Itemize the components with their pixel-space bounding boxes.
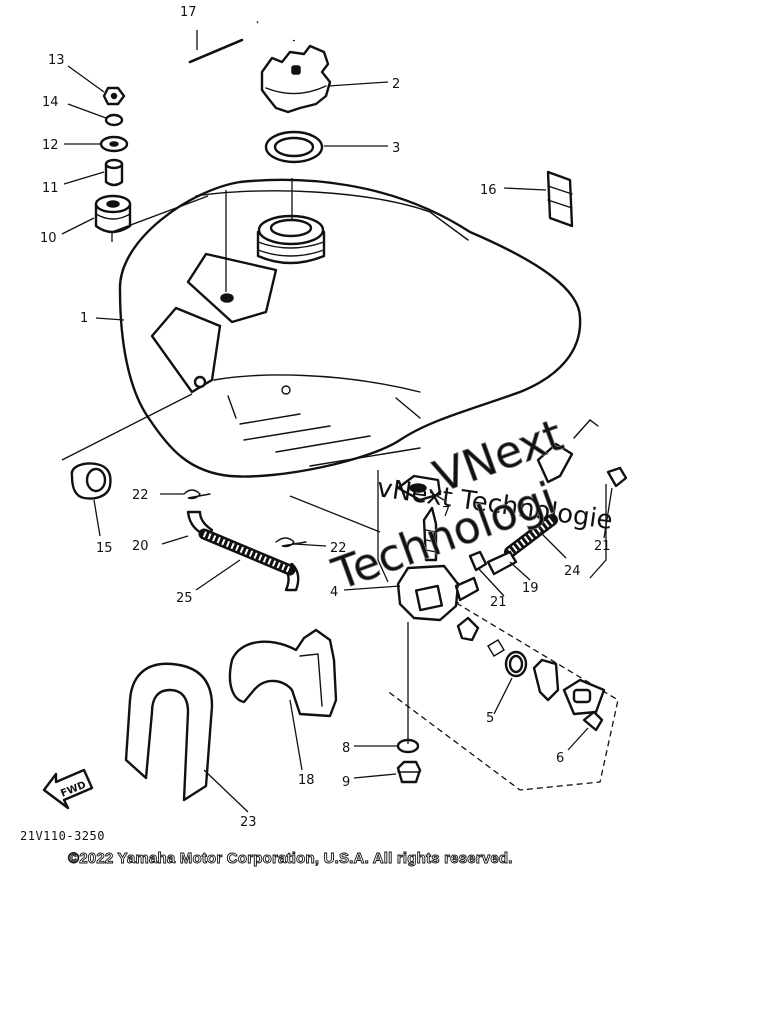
callout-3: 3 — [392, 141, 400, 156]
part-17-breather-hose[interactable] — [188, 4, 303, 64]
part-4-fuel-cock[interactable] — [396, 506, 480, 622]
callout-19: 19 — [522, 581, 539, 596]
part-14-lock-washer[interactable] — [104, 113, 124, 127]
callout-15: 15 — [96, 541, 113, 556]
callout-2: 2 — [392, 77, 400, 92]
part-21-hose-clip-right[interactable] — [606, 466, 628, 488]
callout-25: 25 — [176, 591, 193, 606]
callout-21-center: 21 — [490, 595, 507, 610]
callout-18: 18 — [298, 773, 315, 788]
part-12-washer[interactable] — [99, 135, 129, 153]
callout-8: 8 — [342, 741, 350, 756]
callout-4: 4 — [330, 585, 338, 600]
callout-21-right: 21 — [594, 539, 611, 554]
drawing-code: 21V110-3250 — [20, 829, 105, 843]
part-13-nut[interactable] — [102, 86, 126, 106]
callout-13: 13 — [48, 53, 65, 68]
part-6-plate[interactable] — [562, 678, 606, 716]
part-23-u-protector[interactable] — [124, 662, 214, 802]
callout-16: 16 — [480, 183, 497, 198]
part-10-grommet[interactable] — [94, 194, 132, 234]
callout-23: 23 — [240, 815, 257, 830]
part-3-cap-gasket[interactable] — [264, 130, 324, 164]
part-2-fuel-cap[interactable] — [260, 44, 332, 114]
callout-10: 10 — [40, 231, 57, 246]
callout-17: 17 — [180, 5, 197, 20]
part-1-fuel-tank[interactable] — [118, 178, 582, 478]
leader-lines — [61, 30, 613, 813]
callout-11: 11 — [42, 181, 59, 196]
callout-12: 12 — [42, 138, 59, 153]
callout-24: 24 — [564, 564, 581, 579]
part-16-emblem[interactable] — [546, 170, 574, 228]
callout-22-upper: 22 — [132, 488, 149, 503]
part-21-hose-clip-center[interactable] — [468, 550, 488, 572]
callout-1: 1 — [80, 311, 88, 326]
part-24-fuel-hose-spring[interactable] — [504, 514, 558, 558]
part-22-hose-clip-lower[interactable] — [275, 537, 307, 548]
part-6-screw[interactable] — [582, 710, 604, 732]
part-5-filter-screen-parts[interactable] — [456, 616, 528, 678]
callout-14: 14 — [42, 95, 59, 110]
callout-5: 5 — [486, 711, 494, 726]
part-7-gasket[interactable] — [396, 474, 442, 502]
part-11-collar[interactable] — [104, 158, 124, 187]
part-25-spring[interactable] — [198, 528, 296, 576]
part-19-fuel-hose[interactable] — [486, 419, 599, 576]
callout-9: 9 — [342, 775, 350, 790]
callout-7: 7 — [442, 505, 450, 520]
fuel-cock-breakdown-outline — [385, 582, 619, 791]
callout-20: 20 — [132, 539, 149, 554]
callout-6: 6 — [556, 751, 564, 766]
callouts: 17 2 3 13 14 12 11 10 16 1 22 15 20 25 2… — [40, 5, 611, 830]
copyright-notice: ©2022 Yamaha Motor Corporation, U.S.A. A… — [68, 850, 513, 868]
part-9-bolt[interactable] — [396, 760, 422, 784]
part-22-hose-clip-upper[interactable] — [183, 489, 211, 500]
part-18-cover[interactable] — [228, 628, 338, 718]
part-5-lever[interactable] — [532, 658, 560, 702]
callout-22-lower: 22 — [330, 541, 347, 556]
fwd-arrow-icon: FWD — [42, 768, 94, 810]
part-15-damper[interactable] — [70, 462, 112, 500]
